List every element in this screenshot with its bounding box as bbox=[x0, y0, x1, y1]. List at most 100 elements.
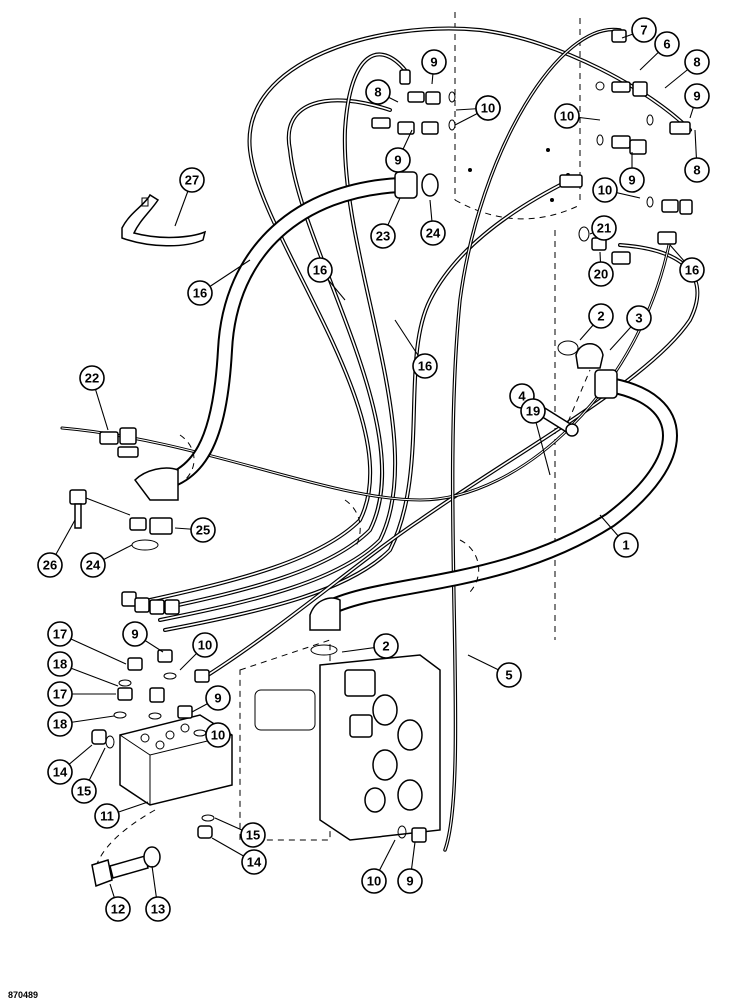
callout-number: 23 bbox=[376, 229, 390, 244]
callout-19: 19 bbox=[520, 398, 551, 476]
callout-number: 19 bbox=[526, 404, 540, 419]
callout-number: 9 bbox=[430, 55, 437, 70]
callout-number: 18 bbox=[53, 717, 67, 732]
callout-14: 14 bbox=[47, 744, 93, 785]
hose-1 bbox=[134, 369, 678, 631]
hose-end-fittings bbox=[121, 591, 210, 683]
callout-circle bbox=[365, 79, 391, 105]
callout-25: 25 bbox=[174, 517, 216, 543]
callout-circle bbox=[187, 280, 213, 306]
callout-9: 9 bbox=[191, 685, 231, 713]
callout-circle bbox=[385, 147, 411, 173]
callout-circle bbox=[94, 803, 120, 829]
callout-circle bbox=[361, 868, 387, 894]
tube-19 bbox=[60, 238, 672, 502]
callout-number: 24 bbox=[86, 558, 101, 573]
callout-7: 7 bbox=[621, 17, 657, 43]
callout-circle bbox=[554, 103, 580, 129]
callout-11: 11 bbox=[94, 801, 149, 829]
callout-number: 17 bbox=[53, 687, 67, 702]
callout-number: 10 bbox=[198, 638, 212, 653]
callout-circle bbox=[47, 759, 73, 785]
callout-number: 20 bbox=[594, 267, 608, 282]
callout-number: 7 bbox=[640, 23, 647, 38]
callout-circle bbox=[496, 662, 522, 688]
callout-number: 9 bbox=[214, 691, 221, 706]
callout-circle bbox=[105, 896, 131, 922]
callout-24: 24 bbox=[420, 199, 446, 246]
callout-circle bbox=[626, 305, 652, 331]
callout-circle bbox=[619, 167, 645, 193]
callout-circle bbox=[679, 257, 705, 283]
callout-circle bbox=[588, 303, 614, 329]
callout-circle bbox=[684, 83, 710, 109]
callout-circle bbox=[373, 633, 399, 659]
callout-14: 14 bbox=[211, 837, 267, 875]
callout-9: 9 bbox=[122, 621, 164, 653]
callout-6: 6 bbox=[639, 31, 680, 71]
callout-16: 16 bbox=[669, 244, 705, 283]
callout-circle bbox=[47, 651, 73, 677]
callout-9: 9 bbox=[684, 83, 710, 119]
callout-number: 16 bbox=[193, 286, 207, 301]
callout-9: 9 bbox=[421, 49, 447, 85]
callout-circle bbox=[592, 177, 618, 203]
callout-number: 6 bbox=[663, 37, 670, 52]
callout-18: 18 bbox=[47, 651, 119, 687]
callout-number: 14 bbox=[247, 855, 262, 870]
callout-13: 13 bbox=[145, 865, 171, 922]
callout-circle bbox=[145, 896, 171, 922]
callout-number: 10 bbox=[211, 728, 225, 743]
callout-circle bbox=[47, 621, 73, 647]
callout-circle bbox=[588, 261, 614, 287]
callout-circle bbox=[654, 31, 680, 57]
callout-circle bbox=[80, 552, 106, 578]
callout-9: 9 bbox=[385, 129, 413, 173]
fittings-left bbox=[69, 427, 173, 551]
callout-number: 11 bbox=[100, 809, 114, 824]
callout-10: 10 bbox=[204, 722, 231, 748]
callout-number: 2 bbox=[597, 309, 604, 324]
callout-number: 9 bbox=[131, 627, 138, 642]
reservoir-tank bbox=[454, 12, 581, 640]
callout-circle bbox=[240, 822, 266, 848]
drawing-reference-number: 870489 bbox=[8, 990, 38, 1000]
callout-number: 8 bbox=[693, 55, 700, 70]
callout-8: 8 bbox=[664, 49, 710, 89]
callout-labels: 7689810910910810927232421201616161623422… bbox=[37, 17, 710, 922]
callout-23: 23 bbox=[370, 197, 401, 249]
callout-number: 15 bbox=[246, 828, 260, 843]
callout-circle bbox=[192, 632, 218, 658]
break-markers bbox=[179, 434, 480, 593]
callout-number: 17 bbox=[53, 627, 67, 642]
callout-10: 10 bbox=[361, 839, 396, 894]
callout-number: 8 bbox=[693, 163, 700, 178]
hose-23 bbox=[142, 171, 439, 493]
fittings-top-right bbox=[371, 29, 693, 265]
callout-17: 17 bbox=[47, 681, 116, 707]
callout-20: 20 bbox=[588, 251, 614, 287]
callout-circle bbox=[79, 365, 105, 391]
callout-number: 8 bbox=[374, 85, 381, 100]
callout-number: 3 bbox=[635, 311, 642, 326]
control-valve bbox=[239, 639, 441, 841]
callout-1: 1 bbox=[599, 514, 639, 558]
callout-9: 9 bbox=[619, 152, 645, 193]
callout-circle bbox=[684, 49, 710, 75]
callout-circle bbox=[179, 167, 205, 193]
callout-number: 1 bbox=[622, 538, 629, 553]
callout-circle bbox=[241, 849, 267, 875]
callout-number: 4 bbox=[518, 389, 526, 404]
callout-10: 10 bbox=[179, 632, 218, 671]
callout-circle bbox=[421, 49, 447, 75]
callout-27: 27 bbox=[174, 167, 205, 227]
callout-circle bbox=[205, 722, 231, 748]
callout-circle bbox=[71, 778, 97, 804]
callout-circle bbox=[420, 220, 446, 246]
callout-circle bbox=[591, 215, 617, 241]
tube-5 bbox=[443, 27, 622, 852]
callout-circle bbox=[520, 398, 546, 424]
callout-circle bbox=[397, 868, 423, 894]
callout-number: 10 bbox=[367, 874, 381, 889]
callout-15: 15 bbox=[71, 747, 106, 804]
